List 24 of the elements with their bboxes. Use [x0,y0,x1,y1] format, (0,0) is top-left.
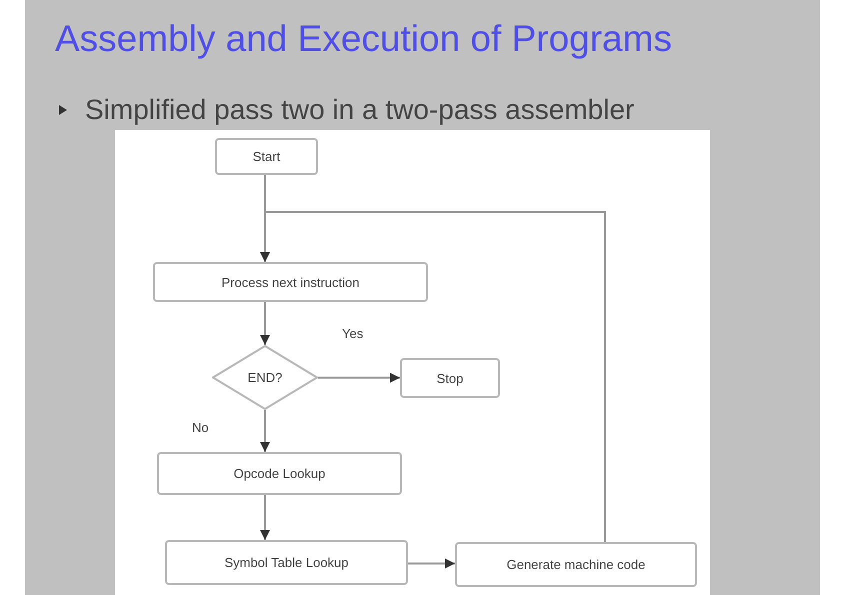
decision-diamond [212,345,318,410]
node-label: Generate machine code [506,557,646,572]
slide-title: Assembly and Execution of Programs [55,18,672,60]
process-box [153,262,428,302]
node-label: Start [252,149,280,164]
process-box [157,452,402,495]
start-box [215,138,318,175]
node-label: Opcode Lookup [234,466,326,481]
arrow [260,495,270,540]
arrow [260,410,270,452]
arrow [318,372,400,383]
bullet-text: Simplified pass two in a two-pass assembler [85,94,634,126]
arrow [408,558,455,568]
process-box [400,358,500,398]
process-box [455,542,697,587]
node-label: Process next instruction [221,274,360,290]
process-box [165,540,408,585]
edge-label: No [190,420,211,435]
arrow [260,302,270,345]
node-label: END? [248,370,282,385]
node-label: Stop [436,370,464,386]
node-label: Symbol Table Lookup [224,555,349,570]
arrow [260,211,606,542]
edge-label: Yes [340,326,366,341]
